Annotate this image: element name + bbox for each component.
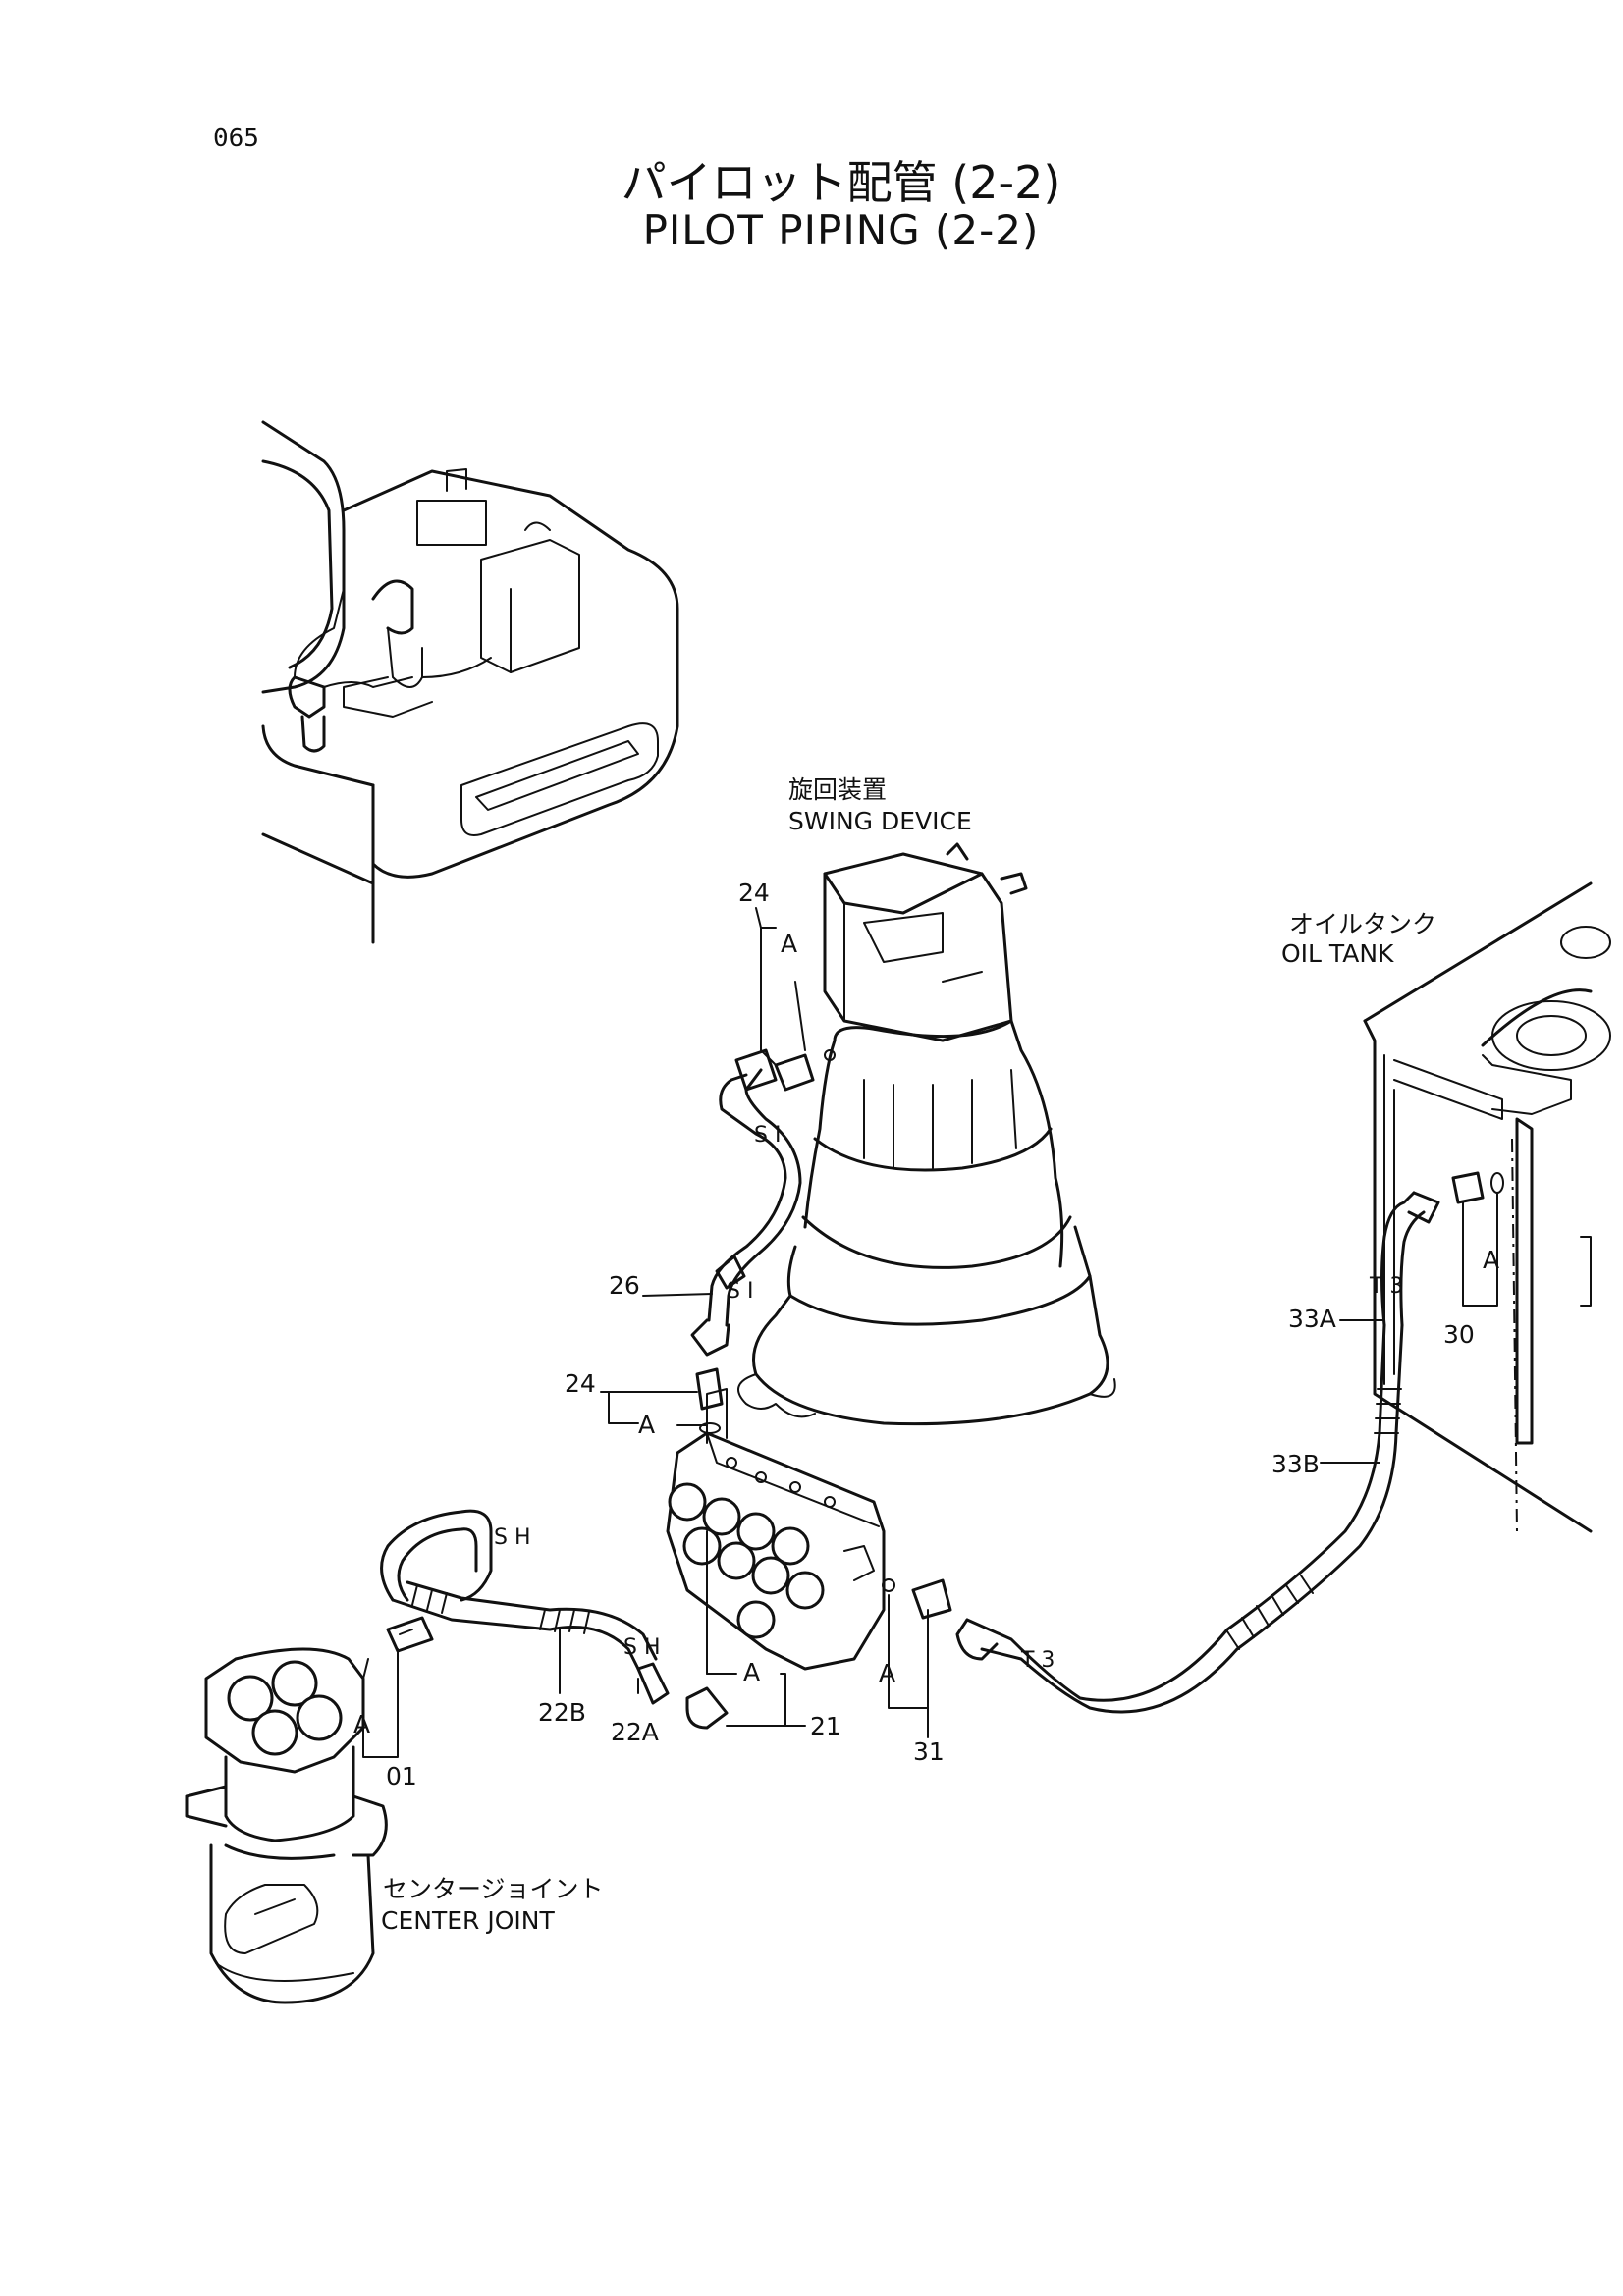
ref-mark-a-01: A bbox=[353, 1710, 370, 1738]
ref-mark-a-31: A bbox=[879, 1659, 895, 1687]
part-number-22b: 22B bbox=[538, 1698, 586, 1727]
hose-mark-sh-fitting: S H bbox=[623, 1635, 661, 1660]
pilot-valve-illustration bbox=[666, 1388, 886, 1671]
swing-device-label-jp: 旋回装置 bbox=[788, 775, 887, 804]
part-number-01: 01 bbox=[386, 1762, 417, 1790]
center-joint-label-jp: センタージョイント bbox=[383, 1875, 604, 1903]
machine-overview-illustration bbox=[261, 420, 679, 944]
ref-mark-a-30: A bbox=[1483, 1246, 1499, 1274]
hose-mark-si-lower: S I bbox=[727, 1279, 753, 1304]
part-number-24-swing: 24 bbox=[738, 879, 770, 907]
hose-assembly bbox=[380, 1048, 1504, 1730]
ref-mark-a-valve-top: A bbox=[638, 1411, 655, 1439]
ref-mark-a-valve-bottom: A bbox=[743, 1658, 760, 1686]
center-joint-illustration bbox=[185, 1647, 388, 2004]
hose-mark-sh-loop: S H bbox=[494, 1525, 531, 1550]
hose-mark-t3-valve: T 3 bbox=[1020, 1648, 1055, 1673]
hose-mark-si-upper: S I bbox=[754, 1123, 781, 1148]
part-number-24-valve: 24 bbox=[565, 1369, 596, 1398]
part-number-21: 21 bbox=[810, 1712, 841, 1740]
leader-lines bbox=[362, 907, 1498, 1758]
page-number: 065 bbox=[213, 124, 259, 153]
swing-device-illustration bbox=[737, 842, 1116, 1426]
part-number-31: 31 bbox=[913, 1737, 945, 1766]
title-japanese: パイロット配管 (2-2) bbox=[621, 156, 1061, 209]
part-number-26: 26 bbox=[609, 1271, 640, 1300]
oil-tank-illustration bbox=[1363, 881, 1611, 1533]
oil-tank-label-en: OIL TANK bbox=[1281, 939, 1394, 968]
ref-mark-a-swing: A bbox=[781, 930, 797, 958]
title-english: PILOT PIPING (2-2) bbox=[642, 206, 1040, 254]
part-number-33b: 33B bbox=[1271, 1450, 1320, 1478]
part-number-22a: 22A bbox=[611, 1718, 659, 1746]
center-joint-label-en: CENTER JOINT bbox=[381, 1906, 555, 1935]
oil-tank-label-jp: オイルタンク bbox=[1289, 910, 1436, 938]
hose-mark-t3-tank: T 3 bbox=[1369, 1274, 1403, 1299]
part-number-33a: 33A bbox=[1288, 1305, 1336, 1333]
swing-device-label-en: SWING DEVICE bbox=[788, 807, 972, 835]
part-number-30: 30 bbox=[1443, 1320, 1475, 1349]
